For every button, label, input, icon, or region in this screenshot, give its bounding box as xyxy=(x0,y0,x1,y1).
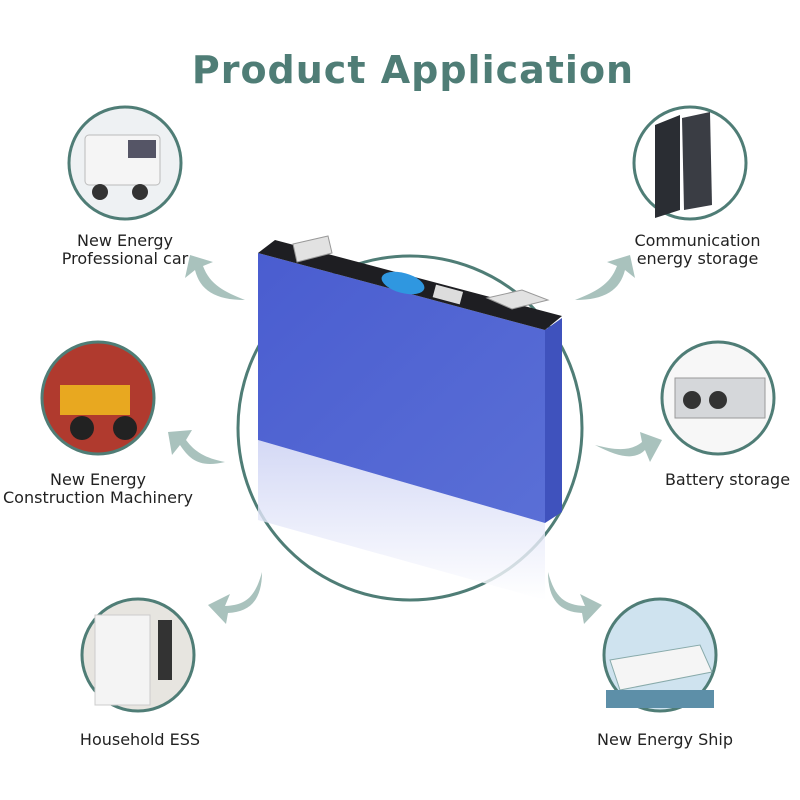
label-line: energy storage xyxy=(636,249,759,268)
label-line: Battery storage xyxy=(664,470,791,489)
arrow-icon xyxy=(548,572,602,624)
app-circle-rack xyxy=(632,105,748,221)
label-line: New Energy xyxy=(50,470,146,489)
arrow-icon xyxy=(575,255,635,300)
arrow-icon xyxy=(208,572,262,624)
label-line: Professional car xyxy=(61,249,189,268)
battery-cell-image xyxy=(258,235,562,523)
label-energy-ship: New Energy Ship xyxy=(585,731,745,749)
app-circle-loader xyxy=(40,340,156,456)
page-title: Product Application xyxy=(191,48,635,92)
label-line: Construction Machinery xyxy=(3,488,193,507)
label-battery-storage: Battery storage xyxy=(655,471,800,489)
label-communication-storage: Communication energy storage xyxy=(610,232,785,268)
app-circle-module xyxy=(660,340,776,456)
app-circle-truck xyxy=(67,105,183,221)
battery-reflection xyxy=(258,440,545,600)
label-line: Communication xyxy=(634,231,761,250)
arrows xyxy=(168,255,662,624)
arrow-icon xyxy=(185,255,245,300)
app-circle-ship xyxy=(602,597,718,713)
app-circle-home xyxy=(80,597,196,713)
label-professional-car: New Energy Professional car xyxy=(40,232,210,268)
label-line: Household ESS xyxy=(79,730,201,749)
label-household-ess: Household ESS xyxy=(60,731,220,749)
label-line: New Energy Ship xyxy=(597,730,733,749)
center-ring xyxy=(236,254,584,602)
label-construction-machinery: New Energy Construction Machinery xyxy=(0,471,196,507)
label-line: New Energy xyxy=(77,231,173,250)
arrow-icon xyxy=(595,432,662,462)
arrow-icon xyxy=(168,430,225,465)
